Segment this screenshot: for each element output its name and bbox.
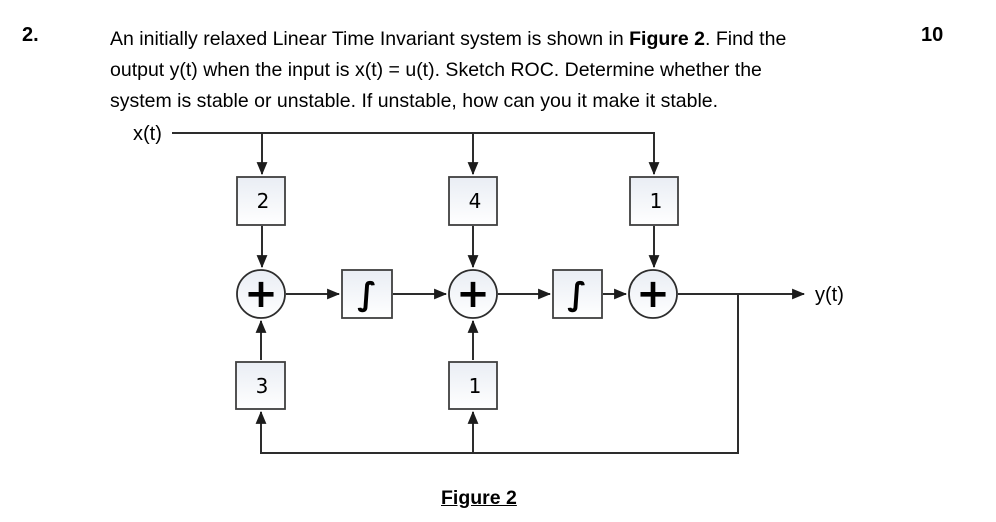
output-signal-label: y(t) bbox=[815, 284, 844, 306]
question-line-1: An initially relaxed Linear Time Invaria… bbox=[110, 24, 890, 55]
gain-block-2 bbox=[236, 176, 286, 226]
summer-3-plus: + bbox=[636, 271, 670, 317]
feedback-rail-wire bbox=[255, 294, 739, 454]
gain-block-3 bbox=[235, 361, 286, 410]
gain-block-4 bbox=[448, 176, 498, 226]
figure-caption: Figure 2 bbox=[441, 487, 517, 509]
question-line-2: output y(t) when the input is x(t) = u(t… bbox=[110, 59, 762, 81]
summer-2 bbox=[448, 269, 498, 319]
gain-block-4-label: 4 bbox=[469, 189, 482, 213]
integrator-2-symbol: ∫ bbox=[567, 275, 587, 313]
question-line-1-post: . Find the bbox=[705, 28, 787, 50]
question-number: 2. bbox=[22, 24, 39, 46]
question-line-3: system is stable or unstable. If unstabl… bbox=[110, 90, 719, 112]
integrator-1-symbol: ∫ bbox=[357, 275, 377, 313]
integrator-block-2 bbox=[552, 269, 603, 319]
gain-block-2-label: 2 bbox=[257, 189, 270, 213]
gain-block-1-top-label: 1 bbox=[650, 189, 663, 213]
summer-1 bbox=[236, 269, 286, 319]
gain-block-1-bottom bbox=[448, 361, 498, 410]
integrator-block-1 bbox=[341, 269, 393, 319]
question-marks: 10 bbox=[921, 24, 944, 46]
figure-reference: Figure 2 bbox=[629, 28, 705, 50]
input-signal-label: x(t) bbox=[133, 123, 162, 145]
summer-2-plus: + bbox=[456, 271, 490, 317]
gain-block-3-label: 3 bbox=[256, 374, 269, 398]
question-line-1-pre: An initially relaxed Linear Time Invaria… bbox=[110, 28, 630, 50]
summer-1-plus: + bbox=[244, 271, 278, 317]
summer-3 bbox=[628, 269, 678, 319]
question-text: An initially relaxed Linear Time Invaria… bbox=[110, 24, 890, 117]
gain-block-1-bottom-label: 1 bbox=[469, 374, 482, 398]
gain-block-1-top bbox=[629, 176, 679, 226]
